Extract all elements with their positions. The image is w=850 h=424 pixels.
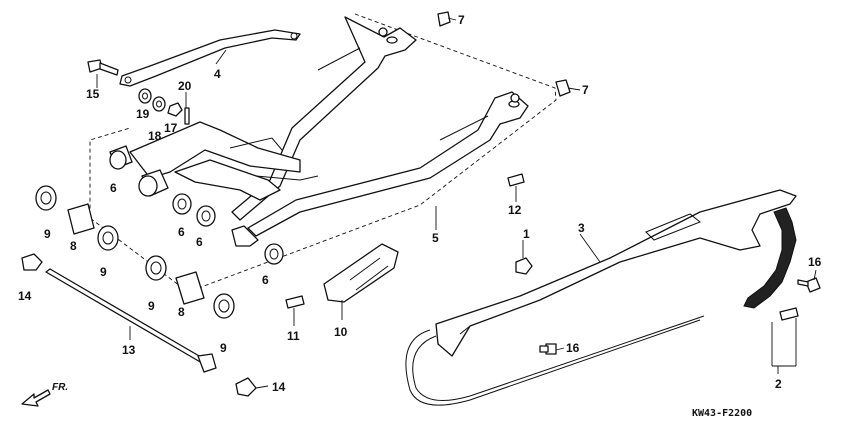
callout-9b: 9 (100, 265, 107, 279)
callout-4: 4 (214, 67, 221, 81)
cap-7b[interactable] (555, 79, 571, 97)
callout-18: 18 (148, 129, 162, 143)
chain-case-3[interactable] (435, 189, 797, 357)
callout-5: 5 (432, 231, 439, 245)
bushing-6d[interactable] (196, 205, 216, 227)
bushing-6e[interactable] (264, 243, 284, 265)
bearing-9d[interactable] (213, 293, 235, 319)
nut-14a[interactable] (21, 253, 43, 271)
callout-10: 10 (334, 325, 348, 339)
bearing-9a[interactable] (35, 185, 57, 211)
bushing-6c[interactable] (172, 193, 192, 215)
callout-16a: 16 (808, 255, 822, 269)
callout-1: 1 (523, 227, 530, 241)
callout-20: 20 (178, 79, 192, 93)
nut-14b[interactable] (235, 377, 257, 397)
callout-14b: 14 (272, 380, 286, 394)
callout-6a: 6 (110, 181, 117, 195)
pin-20[interactable] (184, 107, 190, 125)
bearing-9c[interactable] (145, 255, 167, 281)
callout-6c: 6 (196, 235, 203, 249)
callout-14a: 14 (18, 289, 32, 303)
washer-19[interactable] (138, 88, 152, 104)
direction-label: FR. (52, 382, 68, 393)
leader-lines (96, 17, 817, 389)
bearing-9b[interactable] (97, 225, 119, 251)
nut-1[interactable] (515, 257, 533, 275)
chain-guide-plate[interactable] (119, 29, 301, 87)
swingarm[interactable] (129, 16, 529, 247)
callout-19: 19 (136, 107, 150, 121)
callout-13: 13 (122, 343, 136, 357)
bolt-16b[interactable] (797, 277, 821, 293)
bushing-6b[interactable] (138, 169, 169, 197)
callout-16b: 16 (566, 341, 580, 355)
callout-17: 17 (164, 121, 178, 135)
callout-8a: 8 (70, 239, 77, 253)
drive-chain[interactable] (405, 207, 797, 406)
collar-8b[interactable] (175, 271, 205, 305)
callout-9d: 9 (220, 341, 227, 355)
label-plate-12[interactable] (507, 173, 525, 187)
label-plate-2[interactable] (779, 307, 799, 321)
bolt-15[interactable] (87, 59, 119, 76)
assembly-outline (89, 13, 557, 293)
front-direction-arrow-icon (21, 389, 51, 407)
callout-6d: 6 (262, 273, 269, 287)
nut-17[interactable] (167, 102, 183, 117)
callout-7a: 7 (458, 13, 465, 27)
cap-7a[interactable] (437, 11, 451, 27)
label-plate-11[interactable] (285, 295, 305, 309)
bushing-6a[interactable] (109, 145, 133, 170)
callout-9a: 9 (44, 227, 51, 241)
bolt-16a[interactable] (539, 343, 557, 355)
chain-slider-10[interactable] (323, 243, 399, 303)
callout-2: 2 (775, 377, 782, 391)
callout-12: 12 (508, 203, 522, 217)
collar-8a[interactable] (67, 203, 95, 235)
callout-6b: 6 (178, 225, 185, 239)
callout-8b: 8 (178, 305, 185, 319)
callout-11: 11 (287, 329, 300, 343)
callout-15: 15 (86, 87, 100, 101)
callout-9c: 9 (148, 299, 155, 313)
diagram-code: KW43-F2200 (692, 408, 752, 419)
pivot-bolt-13[interactable] (45, 268, 217, 373)
callout-3: 3 (578, 221, 585, 235)
callout-7b: 7 (582, 83, 589, 97)
washer-18[interactable] (152, 96, 166, 112)
